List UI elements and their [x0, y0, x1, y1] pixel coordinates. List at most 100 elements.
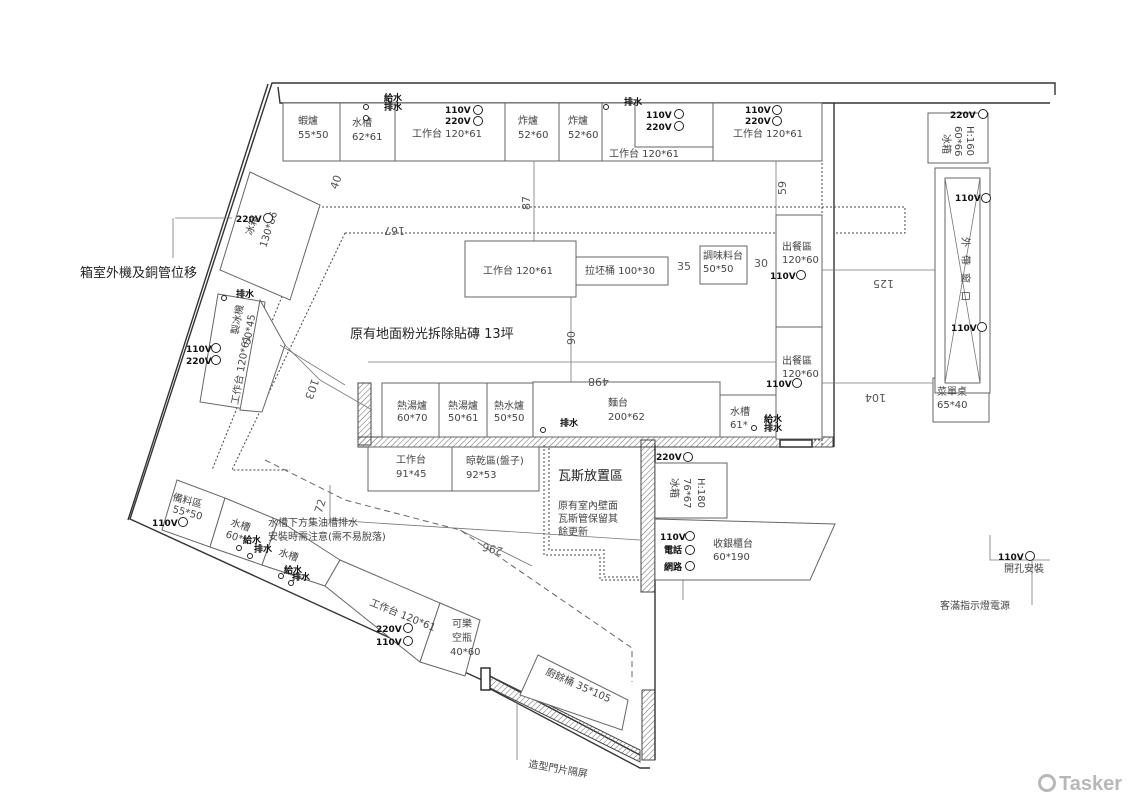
svg-text:水槽: 水槽	[352, 116, 372, 129]
svg-text:50*45: 50*45	[242, 314, 258, 346]
svg-text:87: 87	[520, 196, 533, 210]
drain-icon	[288, 580, 294, 586]
drain-icon	[751, 425, 757, 431]
svg-text:安裝時需注意(需不易脫落): 安裝時需注意(需不易脫落)	[268, 530, 386, 543]
svg-text:72: 72	[312, 497, 329, 514]
svg-text:60*190: 60*190	[713, 552, 750, 563]
svg-text:76*67: 76*67	[681, 478, 692, 508]
svg-text:排水: 排水	[292, 571, 311, 583]
svg-text:220V: 220V	[236, 215, 262, 225]
svg-text:箱室外機及銅管位移: 箱室外機及銅管位移	[80, 265, 197, 281]
tasker-icon	[1037, 774, 1056, 792]
svg-text:125: 125	[873, 277, 894, 290]
svg-text:200*62: 200*62	[608, 412, 645, 423]
svg-text:給水: 給水	[384, 92, 403, 104]
svg-text:排水: 排水	[764, 422, 783, 434]
svg-text:造型門片隔屏: 造型門片隔屏	[527, 757, 588, 780]
outlet-icon	[403, 636, 413, 646]
svg-text:出餐區: 出餐區	[782, 354, 812, 367]
svg-text:可樂: 可樂	[452, 617, 472, 630]
svg-text:熱湯爐: 熱湯爐	[397, 399, 427, 412]
svg-text:排水: 排水	[624, 96, 643, 108]
svg-text:52*60: 52*60	[568, 130, 598, 141]
center-equipment	[368, 167, 991, 440]
svg-text:110V: 110V	[745, 106, 771, 116]
svg-text:炸爐: 炸爐	[568, 114, 588, 127]
svg-text:冰箱: 冰箱	[940, 134, 953, 154]
svg-text:工作台 120*61: 工作台 120*61	[483, 264, 553, 277]
drain-icons	[221, 104, 757, 586]
svg-text:拉坯桶 100*30: 拉坯桶 100*30	[585, 264, 655, 277]
outlet-icon	[772, 116, 782, 126]
brand-logo: Tasker	[1037, 773, 1122, 796]
svg-text:110V: 110V	[955, 194, 981, 204]
svg-text:60*: 60*	[224, 529, 244, 545]
svg-text:60*70: 60*70	[397, 413, 427, 424]
drain-icon	[278, 573, 284, 579]
drain-icon	[363, 115, 369, 121]
svg-text:110V: 110V	[186, 345, 212, 355]
svg-text:給水: 給水	[284, 564, 303, 576]
drain-icon	[221, 295, 227, 301]
drain-icon	[247, 553, 253, 559]
svg-text:瓦斯管保留其: 瓦斯管保留其	[558, 512, 618, 525]
outlet-icon	[796, 270, 806, 280]
svg-text:工作台: 工作台	[396, 453, 426, 466]
svg-text:220V: 220V	[745, 117, 771, 127]
svg-text:110V: 110V	[152, 519, 178, 529]
far-right	[172, 217, 1050, 760]
svg-text:50*50: 50*50	[494, 413, 524, 424]
counter-row	[367, 381, 836, 581]
svg-text:110V: 110V	[646, 111, 672, 121]
outlet-icon	[685, 561, 695, 571]
svg-text:120*60: 120*60	[782, 369, 819, 380]
svg-text:炸爐: 炸爐	[518, 114, 538, 127]
svg-text:給水: 給水	[243, 534, 262, 546]
svg-text:90: 90	[565, 331, 578, 345]
svg-text:62*61: 62*61	[352, 132, 382, 143]
outlet-icon	[178, 517, 188, 527]
outlet-icon	[977, 322, 987, 332]
outlet-icon	[263, 213, 273, 223]
svg-text:原有地面粉光拆除貼磚 13坪: 原有地面粉光拆除貼磚 13坪	[350, 327, 514, 342]
svg-text:50*50: 50*50	[703, 264, 733, 275]
outlet-icon	[685, 531, 695, 541]
svg-text:熱湯爐: 熱湯爐	[448, 399, 478, 412]
svg-text:菜單桌: 菜單桌	[937, 385, 967, 398]
svg-text:水槽: 水槽	[730, 405, 750, 418]
outlet-icon	[403, 623, 413, 633]
svg-text:30: 30	[754, 257, 768, 270]
svg-text:H:180: H:180	[695, 478, 706, 508]
svg-text:網路: 網路	[664, 561, 683, 573]
svg-text:296: 296	[481, 540, 505, 558]
svg-text:110V: 110V	[770, 272, 796, 282]
svg-text:工作台 120*61: 工作台 120*61	[412, 127, 482, 140]
drain-icon	[363, 104, 369, 110]
svg-text:收銀櫃台: 收銀櫃台	[713, 537, 753, 550]
svg-text:220V: 220V	[445, 117, 471, 127]
svg-text:52*60: 52*60	[518, 130, 548, 141]
svg-text:出餐區: 出餐區	[782, 240, 812, 253]
svg-text:工作台 120*61: 工作台 120*61	[733, 127, 803, 140]
svg-text:92*53: 92*53	[466, 470, 496, 481]
outlet-icon	[674, 121, 684, 131]
outlet-icon	[792, 378, 802, 388]
svg-text:麵台: 麵台	[608, 396, 628, 409]
svg-text:排水: 排水	[254, 543, 273, 555]
lower-equipment	[161, 479, 629, 731]
top-equipment	[282, 102, 989, 241]
svg-text:餘更新: 餘更新	[558, 525, 588, 538]
outlet-icon	[683, 452, 693, 462]
svg-text:40: 40	[328, 173, 345, 191]
svg-text:55*50: 55*50	[298, 130, 328, 141]
svg-text:110V: 110V	[445, 106, 471, 116]
outlet-icon	[978, 109, 988, 119]
svg-text:120*60: 120*60	[782, 255, 819, 266]
svg-text:104: 104	[865, 391, 886, 404]
svg-text:排水: 排水	[560, 417, 579, 429]
outlet-icon	[772, 105, 782, 115]
outlet-icon	[211, 343, 221, 353]
outlet-icon	[473, 105, 483, 115]
svg-text:排水: 排水	[236, 288, 255, 300]
